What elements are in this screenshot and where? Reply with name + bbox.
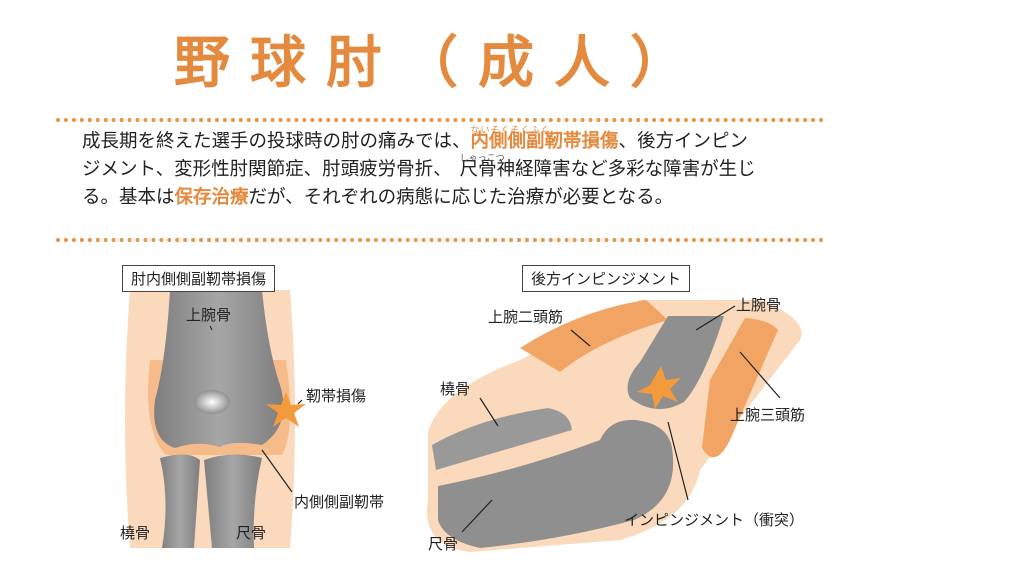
- intro-paragraph: 成長期を終えた選手の投球時の肘の痛みでは、ないそくそくふく内側側副靭帯損傷、後方…: [82, 126, 842, 212]
- left-injury-star: [266, 392, 306, 427]
- label-biceps: 上腕二頭筋: [488, 308, 564, 326]
- label-impingement: インピンジメント（衝突）: [624, 511, 805, 529]
- left-elbow-diagram: [125, 290, 306, 548]
- divider-top: [56, 118, 824, 122]
- label-radius-right: 橈骨: [440, 380, 471, 398]
- ulna-char-wrap: しゃっこつ尺: [459, 154, 505, 180]
- left-radius: [160, 454, 200, 548]
- intro-line-2: ジメント、変形性肘関節症、肘頭疲労骨折、しゃっこつ尺骨神経障害など多彩な障害が生…: [82, 154, 842, 184]
- right-ulna: [438, 419, 674, 548]
- ulna-char: 尺: [459, 159, 479, 180]
- left-gloss: [194, 390, 230, 414]
- page-title: 野球肘（成人）: [174, 31, 706, 96]
- divider-bottom: [56, 238, 824, 242]
- label-mcl: 内側側副靭帯: [294, 493, 385, 511]
- right-radius: [432, 408, 572, 470]
- right-elbow-diagram: [426, 300, 802, 552]
- left-diagram-heading: 肘内側側副靭帯損傷: [122, 265, 276, 292]
- intro-line-3: る。基本は保存治療だが、それぞれの病態に応じた治療が必要となる。: [82, 184, 842, 212]
- right-diagram-heading: 後方インピンジメント: [522, 265, 691, 292]
- ruby-ulna: しゃっこつ: [459, 154, 505, 164]
- intro-text-3a: る。基本は: [82, 187, 175, 208]
- label-ligament-injury: 靭帯損傷: [306, 387, 367, 405]
- right-biceps: [520, 300, 668, 372]
- intro-text-1b: 、後方インピン: [618, 131, 749, 152]
- highlight-mcl-text: 内側側副靭帯損傷: [470, 131, 619, 152]
- highlight-mcl-injury: ないそくそくふく内側側副靭帯損傷: [470, 126, 619, 152]
- left-ulna: [204, 454, 262, 548]
- label-triceps: 上腕三頭筋: [730, 406, 806, 424]
- label-radius-left: 橈骨: [120, 524, 151, 542]
- highlight-conservative: 保存治療: [174, 187, 249, 208]
- right-triceps: [702, 318, 778, 458]
- label-ulna-right: 尺骨: [428, 535, 459, 553]
- label-humerus-right: 上腕骨: [736, 296, 782, 314]
- label-humerus-left: 上腕骨: [186, 306, 232, 324]
- intro-line-1: 成長期を終えた選手の投球時の肘の痛みでは、ないそくそくふく内側側副靭帯損傷、後方…: [82, 126, 842, 156]
- label-ulna-left: 尺骨: [236, 524, 267, 542]
- right-impingement-star: [637, 366, 681, 409]
- left-humerus: [154, 290, 284, 448]
- intro-text-1a: 成長期を終えた選手の投球時の肘の痛みでは、: [82, 131, 471, 152]
- intro-text-3b: だが、それぞれの病態に応じた治療が必要となる。: [248, 187, 674, 208]
- intro-text-2b: 骨神経障害など多彩な障害が生じ: [478, 159, 756, 180]
- ruby-mcl: ないそくそくふく: [470, 126, 551, 136]
- intro-text-2a: ジメント、変形性肘関節症、肘頭疲労骨折、: [82, 159, 452, 180]
